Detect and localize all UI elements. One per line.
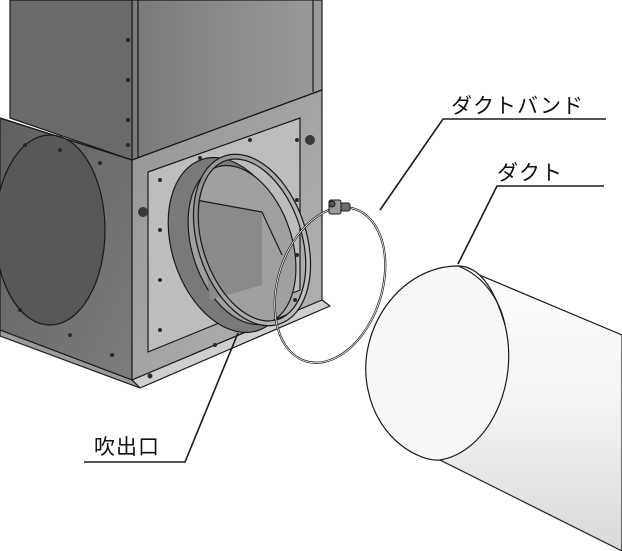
side-fan-opening: [0, 134, 106, 326]
label-duct-band: ダクトバンド: [451, 94, 585, 118]
leader-outlet: [84, 332, 239, 463]
duct-pipe: [365, 265, 622, 551]
leader-lines: [84, 118, 606, 463]
leader-duct-band: [379, 118, 606, 211]
label-duct: ダクト: [497, 161, 563, 185]
label-outlet: 吹出口: [94, 435, 160, 459]
leader-duct: [457, 185, 604, 265]
unit-cabinet: [0, 0, 331, 389]
duct-band: [273, 199, 387, 364]
band-clamp: [328, 199, 351, 215]
cabinet-rivets: [18, 38, 315, 379]
outlet-collar: [167, 153, 312, 334]
